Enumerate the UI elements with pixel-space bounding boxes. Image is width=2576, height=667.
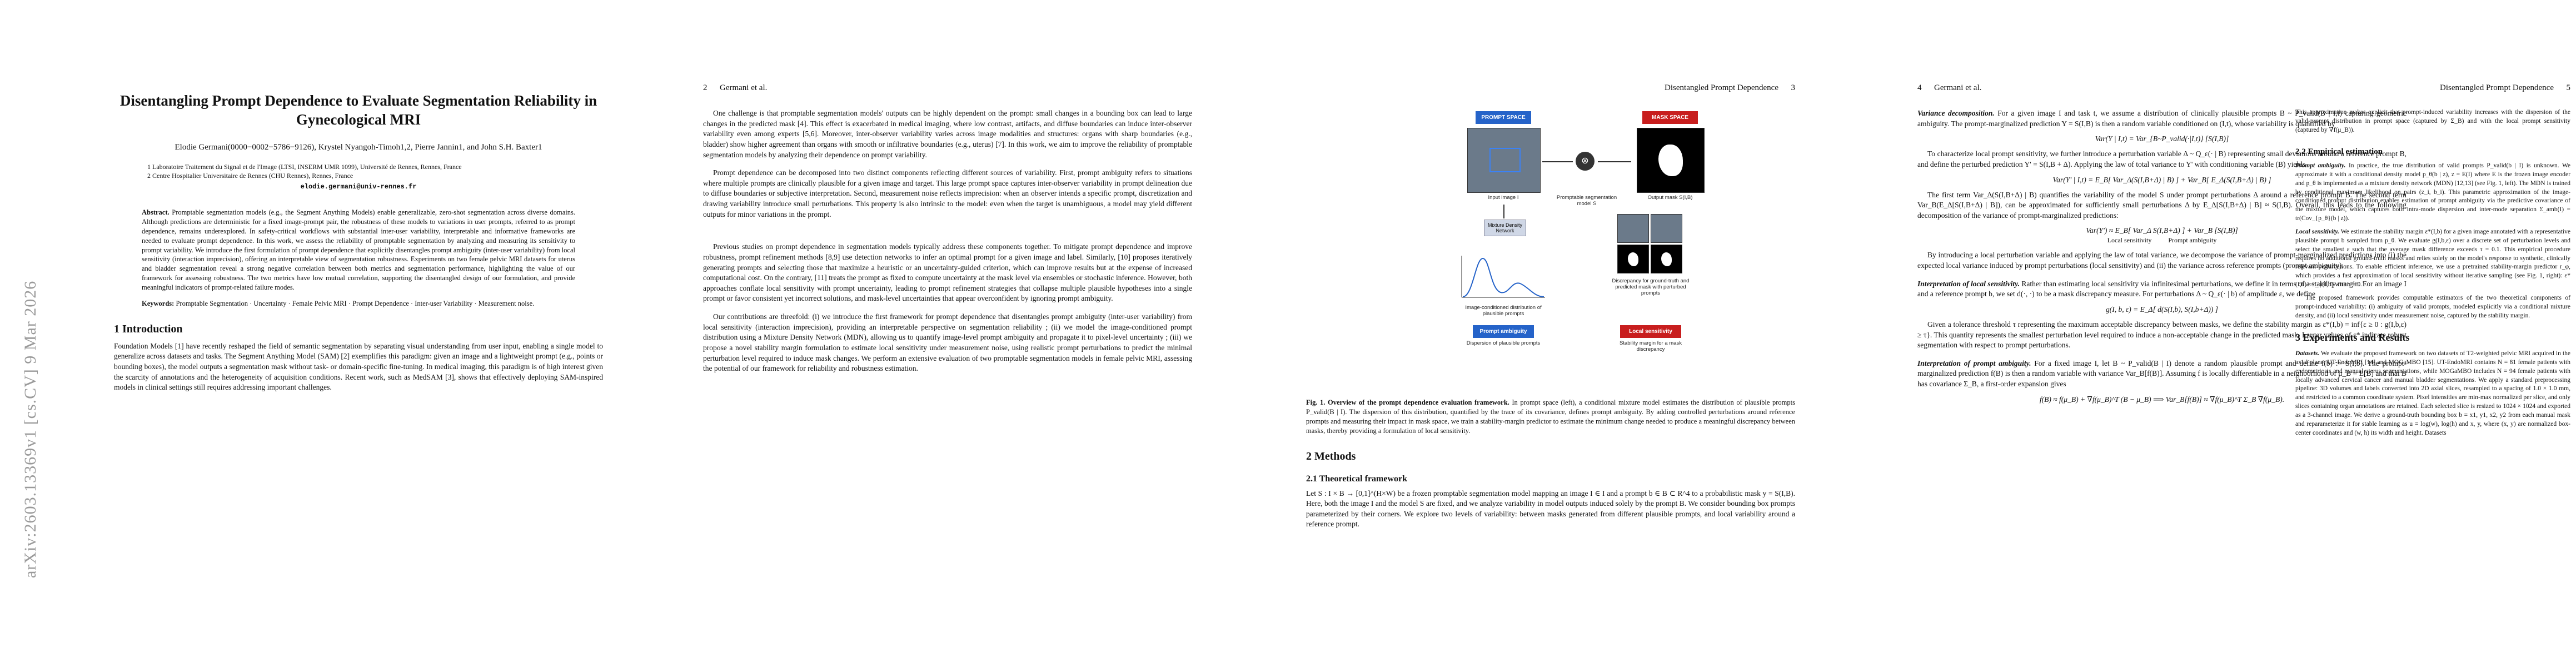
dispersion-label: Dispersion of plausible prompts bbox=[1466, 340, 1541, 346]
perturbed-mri-1 bbox=[1617, 214, 1649, 243]
equation-2: Var(Y' | I,t) = E_B[ Var_Δ(S(I,B+Δ) | B)… bbox=[2052, 175, 2271, 184]
caption-label: Fig. 1. Overview of the prompt dependenc… bbox=[1306, 399, 1509, 406]
paragraph: The first term Var_Δ(S(I,B+Δ) | B) quant… bbox=[1917, 190, 2406, 220]
section-introduction: 1 Introduction bbox=[114, 322, 183, 335]
section-experiments: 3 Experiments and Results bbox=[2295, 331, 2410, 343]
equation-5: f(B) ≈ f(μ_B) + ∇f(μ_B)^T (B − μ_B) ⟹ Va… bbox=[2039, 395, 2285, 404]
equation-4: g(I, b, ε) = E_Δ[ d(S(I,b), S(I,b+Δ)) ] bbox=[2105, 305, 2219, 313]
affiliation-1: 1 Laboratoire Traitement du Signal et de… bbox=[147, 162, 462, 171]
abstract: Abstract. Promptable segmentation models… bbox=[142, 208, 575, 292]
bounding-box-prompt bbox=[1489, 147, 1521, 172]
prompt-ambiguity-box: Prompt ambiguity bbox=[1473, 325, 1534, 338]
model-label: Promptable segmentation model S bbox=[1556, 195, 1617, 207]
arxiv-stamp: arXiv:2603.13369v1 [cs.CV] 9 Mar 2026 bbox=[21, 280, 39, 578]
paragraph: Prompt dependence can be decomposed into… bbox=[703, 168, 1192, 218]
running-title: Disentangled Prompt Dependence bbox=[2440, 83, 2554, 92]
output-mask-label: Output mask S(I,B) bbox=[1647, 195, 1693, 201]
paragraph: By introducing a local perturbation vari… bbox=[1917, 251, 2406, 270]
abstract-label: Abstract. bbox=[142, 208, 170, 217]
page-4: 4 Germani et al. Variance decomposition.… bbox=[1845, 0, 2484, 667]
density-label: Image-conditioned distribution of plausi… bbox=[1465, 305, 1542, 317]
figure-1: PROMPT SPACE MASK SPACE Input image I ⊗ … bbox=[1306, 111, 1795, 395]
equation-3: Var(Y') ≈ E_B[ Var_Δ S(I,B+Δ) ] + Var_B … bbox=[2086, 226, 2238, 245]
keywords: Keywords: Promptable Segmentation · Unce… bbox=[142, 299, 575, 308]
stability-label: Stability margin for a mask discrepancy bbox=[1620, 340, 1682, 352]
perturbed-mask-1 bbox=[1617, 245, 1649, 273]
page-1: Disentangling Prompt Dependence to Evalu… bbox=[42, 0, 681, 667]
keywords-label: Keywords: bbox=[142, 299, 175, 307]
mdn-box: Mixture Density Network bbox=[1484, 220, 1526, 236]
affiliation-2: 2 Centre Hospitalier Universitaire de Re… bbox=[147, 171, 353, 180]
paragraph: Interpretation of local sensitivity. Rat… bbox=[1917, 279, 2407, 298]
affiliations: 1 Laboratoire Traitement du Signal et de… bbox=[147, 162, 570, 192]
page-2: 2 Germani et al. One challenge is that p… bbox=[631, 0, 1270, 667]
contributions-paragraph: Our contributions are threefold: (i) we … bbox=[703, 312, 1192, 373]
input-mri-image bbox=[1467, 128, 1541, 193]
paper-title: Disentangling Prompt Dependence to Evalu… bbox=[119, 92, 597, 128]
running-title: Disentangled Prompt Dependence bbox=[1665, 83, 1778, 92]
input-image-label: Input image I bbox=[1488, 195, 1519, 201]
paragraph: Prompt ambiguity. In practice, the true … bbox=[2295, 162, 2570, 222]
paragraph: Local sensitivity. We estimate the stabi… bbox=[2295, 228, 2570, 288]
output-mask bbox=[1637, 128, 1705, 193]
page-number: 2 bbox=[703, 83, 707, 92]
running-title: Germani et al. bbox=[1934, 83, 1982, 92]
paragraph: Variance decomposition. For a given imag… bbox=[1917, 109, 2406, 128]
subsection-empirical: 2.2 Empirical estimation bbox=[2295, 147, 2383, 156]
page-3: Disentangled Prompt Dependence 3 PROMPT … bbox=[1234, 0, 1873, 667]
paragraph: Datasets. We evaluate the proposed frame… bbox=[2295, 350, 2570, 436]
caption-text: In prompt space (left), a conditional mi… bbox=[1306, 399, 1795, 435]
abstract-text: Promptable segmentation models (e.g., th… bbox=[142, 208, 575, 292]
mask-space-label: MASK SPACE bbox=[1642, 111, 1698, 124]
section-methods: 2 Methods bbox=[1306, 450, 1356, 462]
local-sensitivity-box: Local sensitivity bbox=[1620, 325, 1681, 338]
paragraph: Previous studies on prompt dependence in… bbox=[703, 242, 1192, 303]
page-number: 3 bbox=[1791, 83, 1796, 92]
page-number: 5 bbox=[2566, 83, 2571, 92]
contact-email: elodie.germani@univ-rennes.fr bbox=[300, 182, 417, 191]
perturbed-mask-2 bbox=[1651, 245, 1682, 273]
paragraph: Interpretation of prompt ambiguity. For … bbox=[1917, 359, 2406, 388]
perturbed-mri-2 bbox=[1651, 214, 1682, 243]
paragraph: This approximation makes explicit that p… bbox=[2295, 109, 2570, 133]
paragraph: One challenge is that promptable segment… bbox=[703, 109, 1192, 159]
keywords-text: Promptable Segmentation · Uncertainty · … bbox=[176, 299, 535, 307]
figure-caption: Fig. 1. Overview of the prompt dependenc… bbox=[1306, 398, 1795, 436]
paragraph: Given a tolerance threshold τ representi… bbox=[1917, 320, 2406, 350]
equation-1: Var(Y | I,t) = Var_{B~P_valid(·|I,t)} [S… bbox=[2095, 135, 2229, 143]
eq3-local-sensitivity: Local sensitivity bbox=[2107, 236, 2152, 245]
prompt-space-label: PROMPT SPACE bbox=[1476, 111, 1531, 124]
intro-paragraph: Foundation Models [1] have recently resh… bbox=[114, 341, 603, 392]
prompt-density-plot bbox=[1461, 256, 1545, 298]
paragraph: Let S : I × B → [0,1]^(H×W) be a frozen … bbox=[1306, 489, 1795, 529]
paragraph: The proposed framework provides computab… bbox=[2295, 295, 2570, 319]
paragraph: To characterize local prompt sensitivity… bbox=[1917, 150, 2406, 168]
page-5: Disentangled Prompt Dependence 5 This ap… bbox=[2290, 0, 2576, 667]
authors: Elodie Germani(0000−0002−5786−9126), Kry… bbox=[175, 142, 542, 152]
running-title: Germani et al. bbox=[720, 83, 768, 92]
eq3-prompt-ambiguity: Prompt ambiguity bbox=[2168, 236, 2217, 245]
subsection-theoretical: 2.1 Theoretical framework bbox=[1306, 474, 1408, 484]
model-icon: ⊗ bbox=[1576, 152, 1595, 171]
discrepancy-label: Discrepancy for ground-truth and predict… bbox=[1612, 278, 1690, 296]
page-number: 4 bbox=[1917, 83, 1922, 92]
